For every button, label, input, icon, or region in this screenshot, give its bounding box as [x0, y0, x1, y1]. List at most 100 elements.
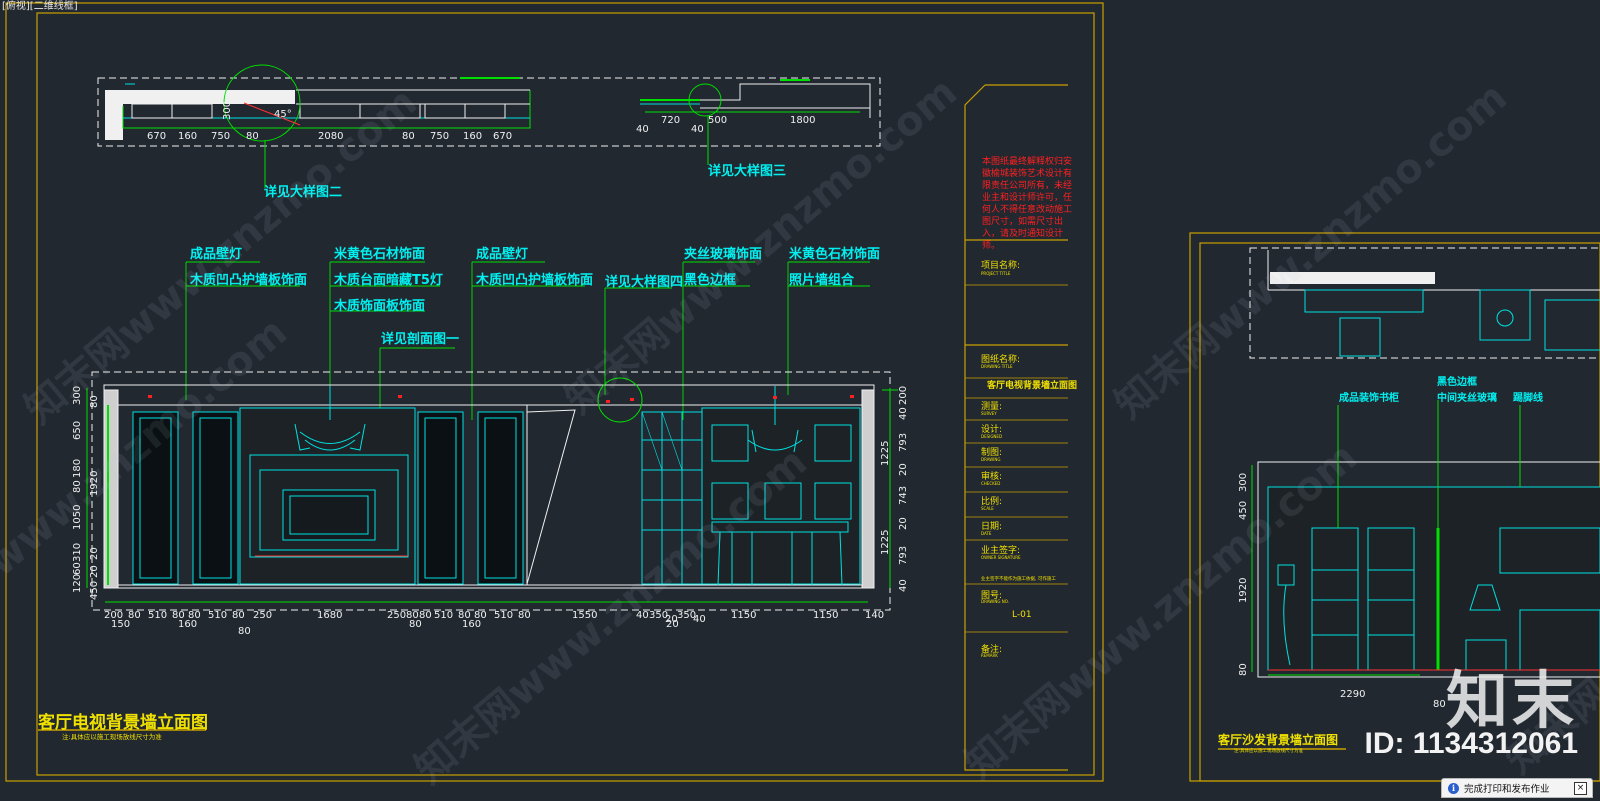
elev-dim-bottom: 250	[253, 610, 273, 621]
elev-dim-bottom: 350	[649, 610, 669, 621]
title-block-sublabel: CHECKED	[981, 481, 1001, 486]
close-icon[interactable]: ×	[1574, 781, 1587, 795]
asset-id: ID: 1134312061	[1364, 727, 1578, 760]
elev-dim-bottom: 140	[865, 610, 885, 621]
elev-dim-bottom: 160	[462, 619, 482, 630]
elev-dim-left: 450	[89, 580, 100, 600]
notification-message[interactable]: 完成打印和发布作业	[1464, 784, 1550, 795]
title-block-sublabel: OWNER SIGNATURE	[981, 555, 1021, 560]
drawing-number: L-01	[1012, 610, 1032, 620]
annotation-label: 中间夹丝玻璃	[1437, 393, 1497, 404]
annotation-label: 黑色边框	[684, 273, 737, 288]
plan-dim: 500	[708, 115, 728, 126]
plan-dim: 670	[147, 131, 167, 142]
detail-callout-4: 详见大样图四	[605, 275, 684, 290]
title-block-sublabel: SCALE	[981, 506, 994, 511]
elev-dim-bottom: 20	[665, 614, 678, 625]
title-block-sublabel: REMARK	[981, 653, 998, 658]
title-block-sublabel: DESIGNED	[981, 434, 1003, 439]
elev-dim-left: 120	[72, 573, 83, 593]
elev-dim-left: 300	[72, 385, 83, 405]
elev-dim-bottom: 150	[111, 619, 131, 630]
elev-dim-bottom: 160	[178, 619, 198, 630]
plan-angle: 45°	[274, 109, 292, 120]
elev-dim-bottom: 510	[434, 610, 454, 621]
elev-dim-bottom: 510	[494, 610, 514, 621]
copyright-statement: 本图纸最终解释权归安徽榆城装饰艺术设计有限责任公司所有，未经业主和设计师许可，任…	[982, 157, 1073, 251]
elev-dim-bottom: 80	[172, 610, 185, 621]
plan-dim: 80	[402, 131, 415, 142]
viewport-label[interactable]: [俯视][二维线框]	[2, 1, 78, 12]
elev-dim-left: 1050	[72, 504, 83, 530]
plan-dim: 160	[463, 131, 483, 142]
title-block-sublabel: SURVEY	[981, 411, 997, 416]
plan-dim: 670	[493, 131, 513, 142]
elev-dim-bottom: 1550	[572, 610, 598, 621]
elev-dim-bottom: 250	[387, 610, 407, 621]
elev-dim-bottom: 80	[406, 610, 419, 621]
elev-dim-bottom: 80	[128, 610, 141, 621]
elev-dim-bottom: 40	[636, 610, 649, 621]
elev-dim-bottom: 40	[693, 614, 706, 625]
right-dim: 2290	[1340, 689, 1366, 700]
elev-dim-right: 743	[898, 485, 909, 505]
elev-dim-right: 200	[898, 385, 909, 405]
title-block-label: 审核:	[981, 472, 1003, 482]
elev-dim-bottom: 1150	[813, 610, 839, 621]
title-block-label: 图号:	[981, 591, 1003, 601]
elev-dim-bottom: 1680	[317, 610, 343, 621]
elev-dim-left: 310	[72, 542, 83, 562]
title-block-label: 日期:	[981, 522, 1003, 532]
drawing-note: 注:具体应以施工现场放线尺寸为准	[62, 733, 162, 741]
title-block-label: 项目名称:	[981, 261, 1021, 271]
plan-dim: 720	[661, 115, 681, 126]
title-block-label: 设计:	[981, 425, 1003, 435]
annotation-label: 成品装饰书柜	[1339, 393, 1399, 404]
plan-dim: 80	[246, 131, 259, 142]
plan-dim: 750	[430, 131, 450, 142]
elev-dim-bottom: 510	[208, 610, 228, 621]
title-block-label: 业主签字:	[981, 546, 1021, 556]
elev-dim-bottom: 80	[474, 610, 487, 621]
plan-dim: 40	[691, 124, 704, 135]
right-dim-vertical: 1920	[1238, 577, 1249, 603]
elev-dim-right: 40	[898, 579, 909, 592]
drawing-note-2: 注:具体应以施工现场放线尺寸为准	[1234, 749, 1304, 754]
elev-dim-left: 20	[89, 565, 100, 578]
owner-note: 业主签字不能作为施工依据, 可作施工	[981, 577, 1056, 582]
annotation-label: 木质凹凸护墙板饰面	[476, 273, 594, 288]
elev-dim-right: 20	[898, 463, 909, 476]
elev-dim-right: 20	[898, 517, 909, 530]
title-block-sublabel: DRAWING TITLE	[981, 364, 1013, 369]
right-dim-vertical: 300	[1238, 472, 1249, 492]
elev-dim-right: 1225	[880, 529, 891, 555]
title-block-sublabel: DRAWING NO.	[981, 599, 1009, 604]
elev-dim-right: 793	[898, 545, 909, 565]
elev-dim-right: 793	[898, 432, 909, 452]
elev-dim-bottom: 1150	[731, 610, 757, 621]
print-complete-notification[interactable]: i 完成打印和发布作业 ×	[1441, 778, 1593, 798]
annotation-label: 夹丝玻璃饰面	[684, 247, 763, 262]
plan-dim-vertical: 300	[222, 100, 233, 120]
plan-dim: 750	[211, 131, 231, 142]
elev-dim-left: 80	[89, 395, 100, 408]
title-block-label: 备注:	[981, 645, 1003, 655]
elev-dim-left: 650	[72, 420, 83, 440]
brand-watermark: 知末	[1445, 664, 1578, 737]
elev-dim-bottom: 80	[188, 610, 201, 621]
elev-dim-right: 40	[898, 407, 909, 420]
detail-callout-3: 详见大样图三	[708, 164, 787, 179]
drawing-title-2: 客厅沙发背景墙立面图	[1218, 733, 1339, 747]
drawing-title: 客厅电视背景墙立面图	[38, 713, 208, 733]
drawing-name: 客厅电视背景墙立面图	[987, 381, 1078, 391]
elev-dim-bottom: 80	[419, 610, 432, 621]
detail-callout-2: 详见大样图二	[264, 185, 343, 200]
title-block-sublabel: DATE	[981, 531, 992, 536]
title-block-label: 比例:	[981, 497, 1003, 507]
annotation-label: 米黄色石材饰面	[334, 247, 426, 262]
annotation-label: 成品壁灯	[476, 247, 529, 262]
elev-dim-bottom: 80	[518, 610, 531, 621]
info-icon: i	[1448, 782, 1459, 794]
plan-dim: 160	[178, 131, 198, 142]
